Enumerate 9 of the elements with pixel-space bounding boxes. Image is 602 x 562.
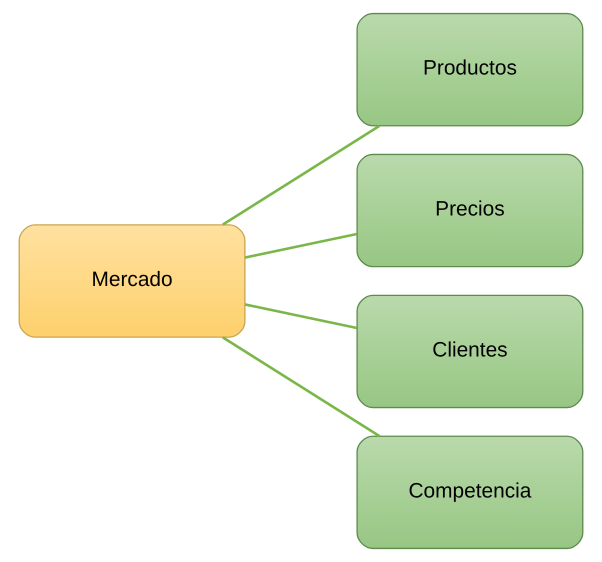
node-box: Mercado bbox=[18, 224, 246, 338]
connector bbox=[222, 336, 380, 438]
node-box: Productos bbox=[356, 12, 584, 126]
node-box: Precios bbox=[356, 154, 584, 268]
connector bbox=[244, 303, 358, 330]
node-box: Clientes bbox=[356, 294, 584, 408]
connector bbox=[244, 232, 358, 259]
connector bbox=[222, 124, 380, 226]
node-box: Competencia bbox=[356, 436, 584, 550]
